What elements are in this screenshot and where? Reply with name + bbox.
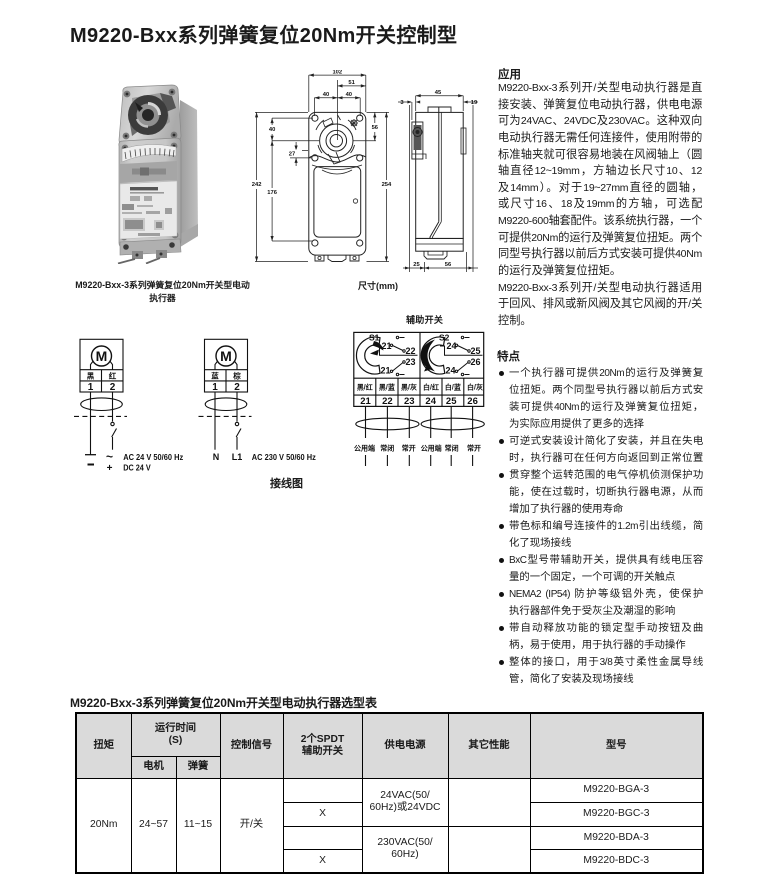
svg-text:21: 21 bbox=[381, 366, 391, 376]
svg-text:黑/蓝: 黑/蓝 bbox=[379, 382, 395, 391]
svg-text:242: 242 bbox=[252, 182, 262, 188]
svg-text:27: 27 bbox=[289, 152, 295, 158]
svg-text:2: 2 bbox=[234, 382, 240, 393]
svg-text:3: 3 bbox=[400, 100, 404, 106]
svg-text:22: 22 bbox=[406, 346, 416, 356]
svg-text:黑/红: 黑/红 bbox=[357, 382, 373, 391]
svg-text:棕: 棕 bbox=[232, 370, 241, 380]
svg-text:45: 45 bbox=[435, 90, 442, 96]
svg-text:黑: 黑 bbox=[87, 370, 95, 380]
svg-text:21: 21 bbox=[360, 396, 371, 407]
svg-text:公用端: 公用端 bbox=[354, 444, 375, 453]
svg-text:蓝: 蓝 bbox=[211, 370, 219, 380]
svg-text:176: 176 bbox=[267, 190, 277, 196]
svg-text:AC 230 V 50/60 Hz: AC 230 V 50/60 Hz bbox=[252, 452, 316, 462]
svg-text:26: 26 bbox=[467, 396, 478, 407]
svg-text:19: 19 bbox=[471, 100, 478, 106]
svg-text:51: 51 bbox=[348, 80, 355, 86]
svg-text:N: N bbox=[213, 452, 220, 462]
svg-text:M: M bbox=[220, 348, 232, 364]
svg-text:23: 23 bbox=[404, 396, 415, 407]
svg-text:DC 24 V: DC 24 V bbox=[123, 463, 151, 473]
svg-text:40: 40 bbox=[323, 92, 329, 98]
svg-text:L1: L1 bbox=[232, 452, 243, 462]
svg-text:25: 25 bbox=[413, 262, 420, 268]
svg-text:24: 24 bbox=[425, 396, 436, 407]
svg-text:白/蓝: 白/蓝 bbox=[445, 382, 461, 391]
svg-text:+: + bbox=[107, 463, 113, 474]
svg-text:21: 21 bbox=[382, 341, 392, 351]
svg-text:黑/灰: 黑/灰 bbox=[401, 382, 417, 391]
svg-text:红: 红 bbox=[109, 370, 117, 380]
svg-text:S2: S2 bbox=[439, 333, 450, 343]
svg-text:56: 56 bbox=[445, 262, 452, 268]
svg-text:22: 22 bbox=[382, 396, 393, 407]
svg-text:26: 26 bbox=[471, 357, 481, 367]
svg-text:23: 23 bbox=[406, 357, 416, 367]
svg-text:白/红: 白/红 bbox=[423, 382, 439, 391]
svg-text:102: 102 bbox=[332, 70, 342, 76]
svg-text:~: ~ bbox=[106, 450, 113, 464]
svg-text:AC 24 V 50/60 Hz: AC 24 V 50/60 Hz bbox=[123, 452, 183, 462]
svg-text:24: 24 bbox=[446, 366, 456, 376]
svg-text:254: 254 bbox=[382, 182, 392, 188]
svg-text:25: 25 bbox=[446, 396, 457, 407]
svg-text:公用端: 公用端 bbox=[421, 444, 442, 453]
svg-text:40: 40 bbox=[269, 127, 275, 133]
svg-text:56: 56 bbox=[372, 125, 379, 131]
svg-text:M: M bbox=[96, 348, 108, 364]
svg-text:25: 25 bbox=[471, 346, 481, 356]
svg-text:2: 2 bbox=[110, 382, 116, 393]
svg-text:常闭: 常闭 bbox=[380, 444, 394, 453]
svg-text:常开: 常开 bbox=[467, 444, 481, 453]
svg-text:1: 1 bbox=[212, 382, 218, 393]
svg-text:40: 40 bbox=[346, 92, 352, 98]
svg-text:白/灰: 白/灰 bbox=[467, 382, 483, 391]
svg-text:24: 24 bbox=[447, 341, 457, 351]
svg-text:常开: 常开 bbox=[402, 444, 416, 453]
svg-text:1: 1 bbox=[88, 382, 94, 393]
svg-text:常闭: 常闭 bbox=[445, 444, 459, 453]
svg-text:S1: S1 bbox=[369, 333, 380, 343]
